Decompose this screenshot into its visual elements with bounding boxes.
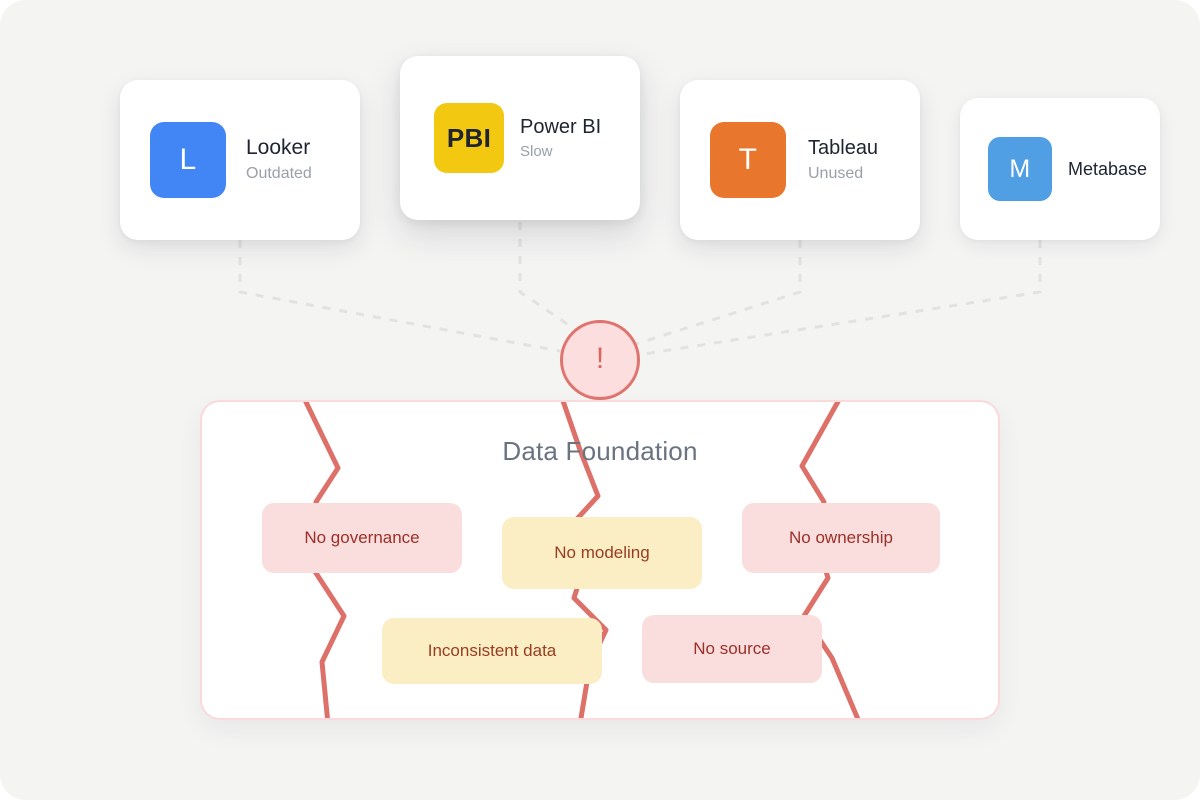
tool-card-tableau[interactable]: T Tableau Unused: [680, 80, 920, 240]
tableau-text-block: Tableau Unused: [808, 137, 878, 183]
looker-status: Outdated: [246, 165, 312, 183]
issue-chip-label: No source: [693, 639, 771, 658]
looker-text-block: Looker Outdated: [246, 136, 312, 183]
tableau-logo-glyph: T: [738, 143, 758, 176]
tableau-status: Unused: [808, 164, 864, 182]
looker-name: Looker: [246, 136, 311, 160]
alert-badge-icon[interactable]: !: [560, 320, 640, 400]
tableau-name: Tableau: [808, 136, 879, 159]
issue-chip-no-ownership[interactable]: No ownership: [742, 503, 940, 573]
tool-card-powerbi[interactable]: PBI Power BI Slow: [400, 56, 640, 220]
connector-metabase: [643, 240, 1042, 356]
issue-chip-no-source[interactable]: No source: [642, 615, 822, 683]
powerbi-logo-icon: PBI: [434, 103, 504, 173]
issue-chip-label: Inconsistent data: [427, 641, 557, 660]
page-title: Data Foundation: [502, 436, 698, 466]
looker-logo-icon: L: [150, 122, 226, 198]
tool-card-metabase[interactable]: M Metabase: [960, 98, 1160, 240]
metabase-logo-icon: M: [988, 137, 1052, 201]
metabase-logo-glyph: M: [1009, 154, 1031, 183]
connector-tableau: [635, 240, 802, 346]
issue-chip-label: No ownership: [789, 528, 893, 547]
tableau-logo-icon: T: [710, 122, 786, 198]
alert-exclamation-glyph: !: [595, 342, 605, 375]
issue-chip-label: No governance: [304, 528, 420, 547]
issue-chip-inconsistent-data[interactable]: Inconsistent data: [382, 618, 602, 684]
connector-powerbi: [518, 222, 577, 332]
tool-card-looker[interactable]: L Looker Outdated: [120, 80, 360, 240]
data-foundation-panel: Data Foundation No governance No modelin…: [200, 400, 1000, 720]
powerbi-status: Slow: [520, 142, 553, 160]
issue-chip-no-governance[interactable]: No governance: [262, 503, 462, 573]
powerbi-logo-glyph: PBI: [446, 122, 492, 153]
metabase-name: Metabase: [1068, 158, 1148, 179]
metabase-text-block: Metabase: [1068, 158, 1148, 180]
powerbi-name: Power BI: [520, 115, 602, 138]
powerbi-text-block: Power BI Slow: [520, 116, 601, 161]
issue-chip-label: No modeling: [554, 543, 650, 562]
looker-logo-glyph: L: [179, 143, 197, 176]
connector-looker: [238, 240, 566, 354]
issue-chip-no-modeling[interactable]: No modeling: [502, 517, 702, 589]
